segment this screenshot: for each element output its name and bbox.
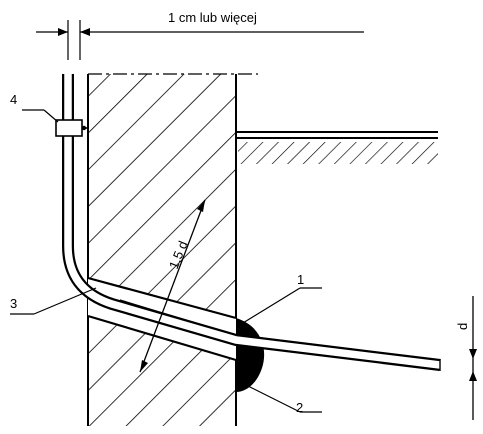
svg-text:1: 1 <box>297 272 304 287</box>
clamp <box>55 119 88 137</box>
callout-2: 2 <box>243 383 322 415</box>
seal-compound <box>236 318 265 392</box>
ground <box>236 131 438 164</box>
svg-text:4: 4 <box>10 92 17 107</box>
svg-text:2: 2 <box>296 400 303 415</box>
diameter-label: d <box>455 323 470 330</box>
top-dimension-label: 1 cm lub więcej <box>168 10 257 25</box>
callout-3: 3 <box>10 287 97 315</box>
svg-text:3: 3 <box>10 296 17 311</box>
wall <box>87 73 258 426</box>
cable <box>62 74 441 371</box>
top-dimension: 1 cm lub więcej <box>36 10 364 60</box>
diameter-dimension: d <box>455 296 477 420</box>
callout-4: 4 <box>10 92 59 123</box>
callout-1: 1 <box>237 272 322 327</box>
